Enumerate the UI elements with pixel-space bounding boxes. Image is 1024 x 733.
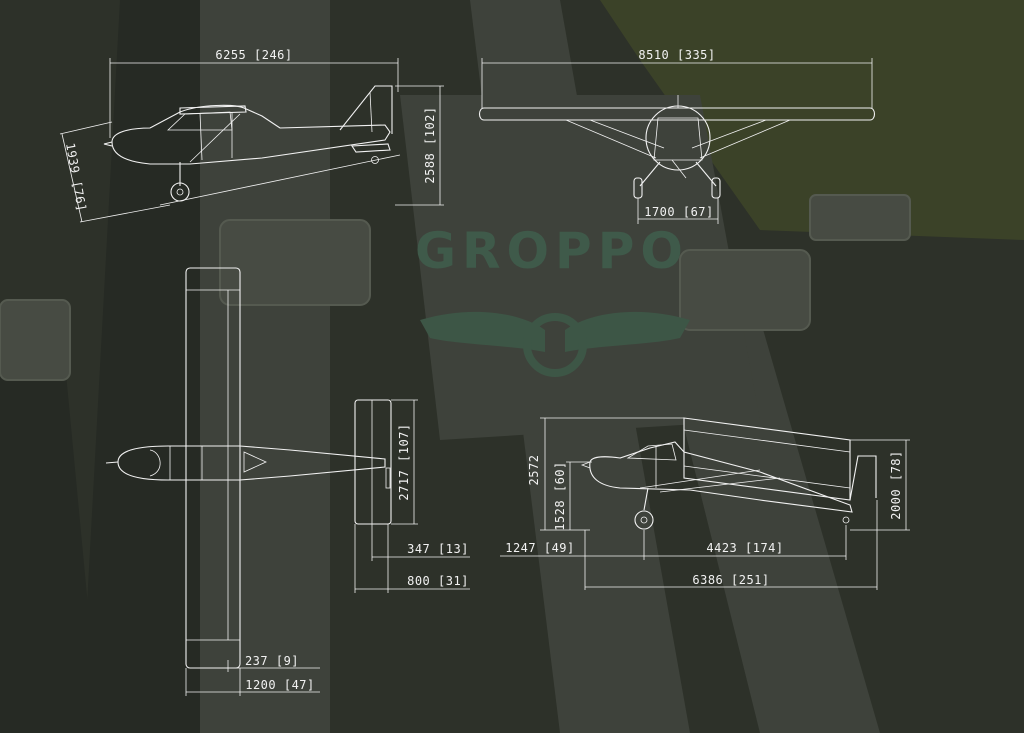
dim-folded-cabin: 1528 [60] (553, 461, 567, 531)
dim-wing-tip: 237 [9] (245, 654, 299, 668)
folded-view: 2572 1528 [60] 2000 [78] 1247 [49] 4423 … (500, 417, 910, 590)
dim-folded-tail-height: 2000 [78] (889, 450, 903, 520)
dim-folded-nose: 1247 [49] (505, 541, 575, 555)
front-view: 8510 [335] 1700 [67] (478, 48, 876, 224)
dim-side-height: 2588 [102] (423, 106, 437, 183)
top-view: 2717 [107] 347 [13] 800 [31] 237 [9] 120… (105, 267, 470, 696)
dim-tail-span: 2717 [107] (397, 423, 411, 500)
dim-span: 8510 [335] (638, 48, 715, 62)
dim-folded-length: 6386 [251] (692, 573, 769, 587)
dim-tail-chord-a: 347 [13] (407, 542, 469, 556)
brand-logo-text: GROPPO (415, 222, 689, 280)
wing-emblem (420, 311, 690, 377)
dim-wing-chord: 1200 [47] (245, 678, 315, 692)
dim-tail-chord-b: 800 [31] (407, 574, 469, 588)
dim-folded-wheelbase: 4423 [174] (706, 541, 783, 555)
dim-folded-height: 2572 (527, 455, 541, 486)
dim-side-length: 6255 [246] (215, 48, 292, 62)
dim-track: 1700 [67] (644, 205, 714, 219)
